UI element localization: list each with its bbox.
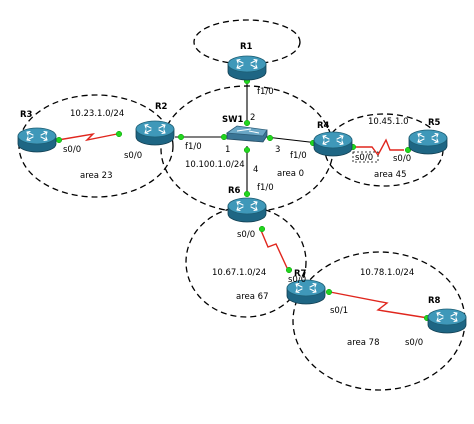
router-r8-icon[interactable] bbox=[427, 308, 467, 334]
if-dot-r7-s0 bbox=[285, 266, 293, 274]
label-r4: R4 bbox=[317, 121, 330, 131]
label-r8-s: s0/0 bbox=[405, 338, 423, 348]
label-r2-s: s0/0 bbox=[124, 151, 142, 161]
label-r8: R8 bbox=[428, 296, 441, 306]
label-net-23: 10.23.1.0/24 bbox=[70, 109, 124, 119]
label-r3: R3 bbox=[20, 110, 33, 120]
router-r3-icon[interactable] bbox=[17, 127, 57, 153]
router-r6-icon[interactable] bbox=[227, 197, 267, 223]
if-dot-sw1-p2 bbox=[243, 119, 251, 127]
label-r2-f: f1/0 bbox=[185, 142, 202, 152]
label-r5: R5 bbox=[428, 118, 441, 128]
router-r4-icon[interactable] bbox=[313, 131, 353, 157]
label-port-3: 3 bbox=[275, 145, 280, 155]
label-r3-s: s0/0 bbox=[63, 145, 81, 155]
label-r7-s0: s0/0 bbox=[288, 275, 306, 285]
label-r2: R2 bbox=[155, 102, 168, 112]
if-dot-r2-s bbox=[115, 130, 123, 138]
router-r2-icon[interactable] bbox=[135, 120, 175, 146]
label-area-78: area 78 bbox=[347, 338, 379, 348]
if-dot-r6-s bbox=[258, 225, 266, 233]
link-sw1-r4 bbox=[265, 136, 319, 144]
if-dot-r6-f bbox=[243, 190, 251, 198]
label-port-2: 2 bbox=[250, 113, 255, 123]
if-dot-sw1-p3 bbox=[266, 134, 274, 142]
label-r4-s: s0/0 bbox=[355, 153, 373, 163]
if-dot-sw1-p1 bbox=[220, 133, 228, 141]
label-net-45: 10.45.1.0 bbox=[368, 117, 409, 127]
label-port-4: 4 bbox=[253, 165, 258, 175]
label-net-67: 10.67.1.0/24 bbox=[212, 268, 266, 278]
label-area-67: area 67 bbox=[236, 292, 268, 302]
label-sw1: SW1 bbox=[222, 115, 243, 125]
label-r6-f: f1/0 bbox=[257, 183, 274, 193]
label-r7: R7 bbox=[294, 269, 307, 279]
label-r6-s: s0/0 bbox=[237, 230, 255, 240]
serial-r7-r8 bbox=[329, 291, 429, 319]
label-area-45: area 45 bbox=[374, 170, 406, 180]
label-area-23: area 23 bbox=[80, 171, 112, 181]
if-dot-r5-s bbox=[404, 146, 412, 154]
label-r5-s: s0/0 bbox=[393, 154, 411, 164]
if-dot-r3-s bbox=[55, 136, 63, 144]
label-r4-f: f1/0 bbox=[290, 151, 307, 161]
serial-r6-r7 bbox=[259, 227, 289, 271]
label-r1: R1 bbox=[240, 42, 253, 52]
serial-r3-r2 bbox=[57, 132, 118, 142]
label-r4-s-box bbox=[352, 151, 379, 163]
router-r5-icon[interactable] bbox=[408, 129, 448, 155]
switch-sw1-icon[interactable] bbox=[225, 125, 268, 143]
router-r1-icon[interactable] bbox=[227, 55, 267, 81]
if-dot-r2-f bbox=[177, 133, 185, 141]
label-r6: R6 bbox=[228, 186, 241, 196]
serial-r4-r5 bbox=[352, 138, 404, 157]
label-net-100: 10.100.1.0/24 bbox=[185, 160, 245, 170]
label-r7-s1: s0/1 bbox=[330, 306, 348, 316]
if-dot-r7-s1 bbox=[325, 288, 333, 296]
label-r1-f: f1/0 bbox=[257, 87, 274, 97]
label-area-0: area 0 bbox=[277, 169, 304, 179]
label-port-1: 1 bbox=[225, 145, 230, 155]
if-dot-sw1-p4 bbox=[243, 146, 251, 154]
label-net-78: 10.78.1.0/24 bbox=[360, 268, 414, 278]
